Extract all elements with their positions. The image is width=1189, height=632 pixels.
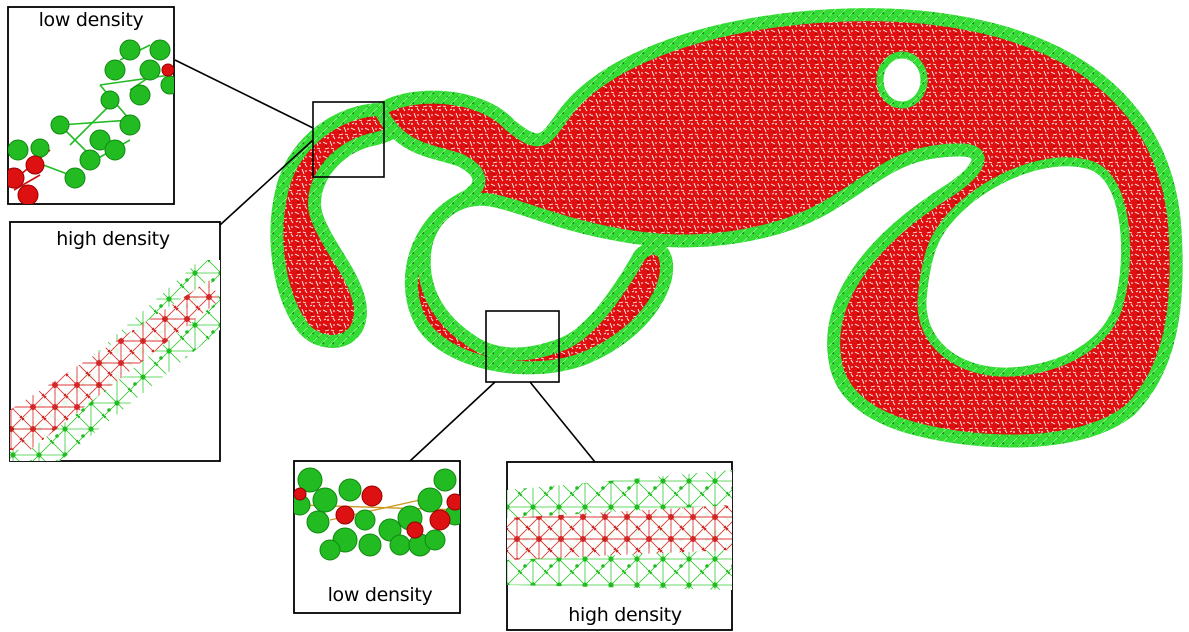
inset-upper-high: high density (9, 221, 221, 462)
inset-upper-low: low density (7, 6, 175, 205)
connector-upper-high (219, 139, 314, 226)
inset-upper-low-graph (8, 39, 174, 204)
connector-lower-low (409, 381, 496, 462)
connector-upper-low (174, 59, 314, 129)
inset-upper-high-graph (10, 260, 220, 461)
point-cloud-shape (270, 8, 1183, 448)
large-hole (917, 157, 1131, 377)
inset-lower-low: low density (293, 460, 461, 614)
left-hook-region (270, 102, 406, 348)
connector-lower-high (529, 381, 596, 463)
inset-lower-high: high density (506, 461, 733, 631)
zoom-frame-lower (485, 310, 560, 383)
inset-lower-high-label: high density (568, 604, 682, 626)
connector-lines (174, 59, 596, 463)
inset-lower-low-graph (294, 467, 460, 561)
zoom-frame-upper (312, 101, 385, 178)
inset-lower-high-graph (507, 470, 732, 590)
inset-upper-high-label: high density (56, 228, 170, 250)
inset-lower-low-label: low density (328, 584, 433, 606)
small-hole (876, 51, 928, 109)
inset-upper-low-label: low density (39, 9, 144, 31)
